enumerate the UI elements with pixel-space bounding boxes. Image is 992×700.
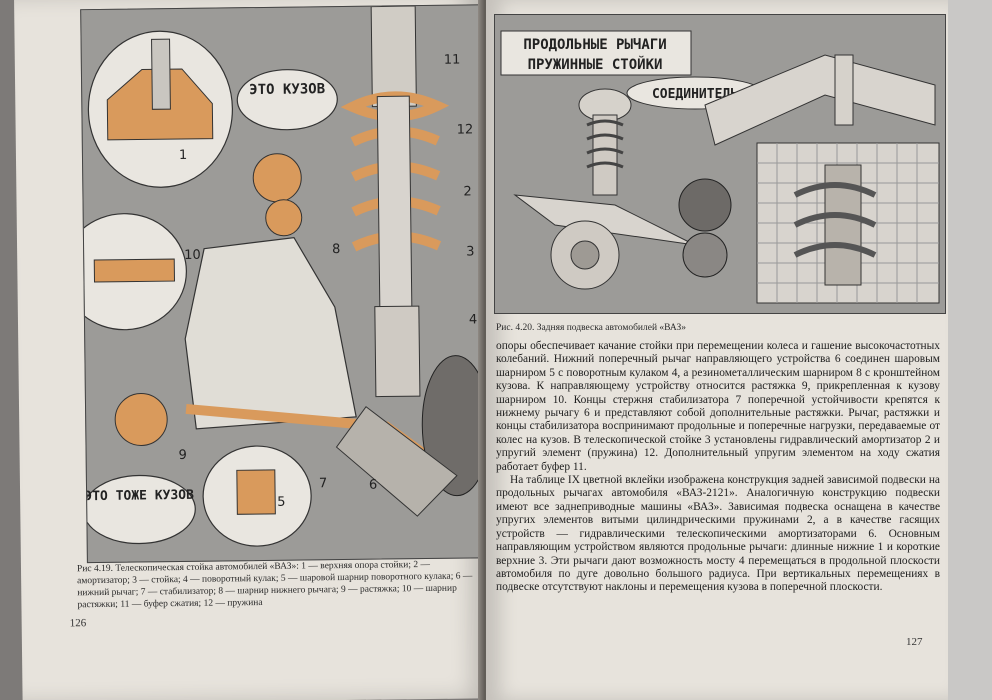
page-number-right: 127	[906, 636, 923, 648]
bubble-body-label-2: ЭТО ТОЖЕ КУЗОВ	[84, 488, 194, 504]
callout-1: 1	[179, 148, 187, 163]
figure-caption-right: Рис. 4.20. Задняя подвеска автомобилей «…	[496, 323, 687, 333]
label-spring-struts: ПРУЖИННЫЕ СТОЙКИ	[528, 56, 663, 73]
callout-3: 3	[466, 244, 474, 259]
rear-suspension-drawing: ПРОДОЛЬНЫЕ РЫЧАГИ ПРУЖИННЫЕ СТОЙКИ СОЕДИ…	[500, 30, 940, 304]
strut-illustration: ЭТО КУЗОВ	[80, 4, 493, 564]
callout-10: 10	[184, 248, 201, 263]
left-page: ЭТО КУЗОВ	[14, 0, 493, 700]
callout-9: 9	[179, 448, 187, 463]
callout-12: 12	[457, 122, 474, 137]
figure-caption-left: Рис 4.19. Телескопическая стойка автомоб…	[76, 559, 473, 611]
strut-drawing: ЭТО КУЗОВ	[81, 5, 491, 547]
callout-5: 5	[277, 495, 285, 510]
callout-7: 7	[319, 476, 327, 491]
right-page: ПРОДОЛЬНЫЕ РЫЧАГИ ПРУЖИННЫЕ СТОЙКИ СОЕДИ…	[486, 0, 948, 700]
label-longitudinal-arms: ПРОДОЛЬНЫЕ РЫЧАГИ	[523, 37, 666, 53]
label-connector: СОЕДИНИТЕЛЬ	[652, 87, 738, 102]
body-text: опоры обеспечивает качание стойки при пе…	[496, 340, 940, 595]
paragraph-1: опоры обеспечивает качание стойки при пе…	[496, 340, 940, 473]
callout-6: 6	[369, 478, 377, 493]
paragraph-2: На таблице IX цветной вклейки изображена…	[496, 474, 940, 594]
page-number-left: 126	[69, 617, 87, 630]
callout-8: 8	[332, 242, 340, 257]
callout-2: 2	[463, 184, 471, 199]
callout-11: 11	[444, 53, 461, 68]
callout-4: 4	[469, 312, 477, 327]
bubble-body-label-1: ЭТО КУЗОВ	[249, 81, 325, 98]
rear-suspension-illustration: ПРОДОЛЬНЫЕ РЫЧАГИ ПРУЖИННЫЕ СТОЙКИ СОЕДИ…	[494, 14, 946, 314]
